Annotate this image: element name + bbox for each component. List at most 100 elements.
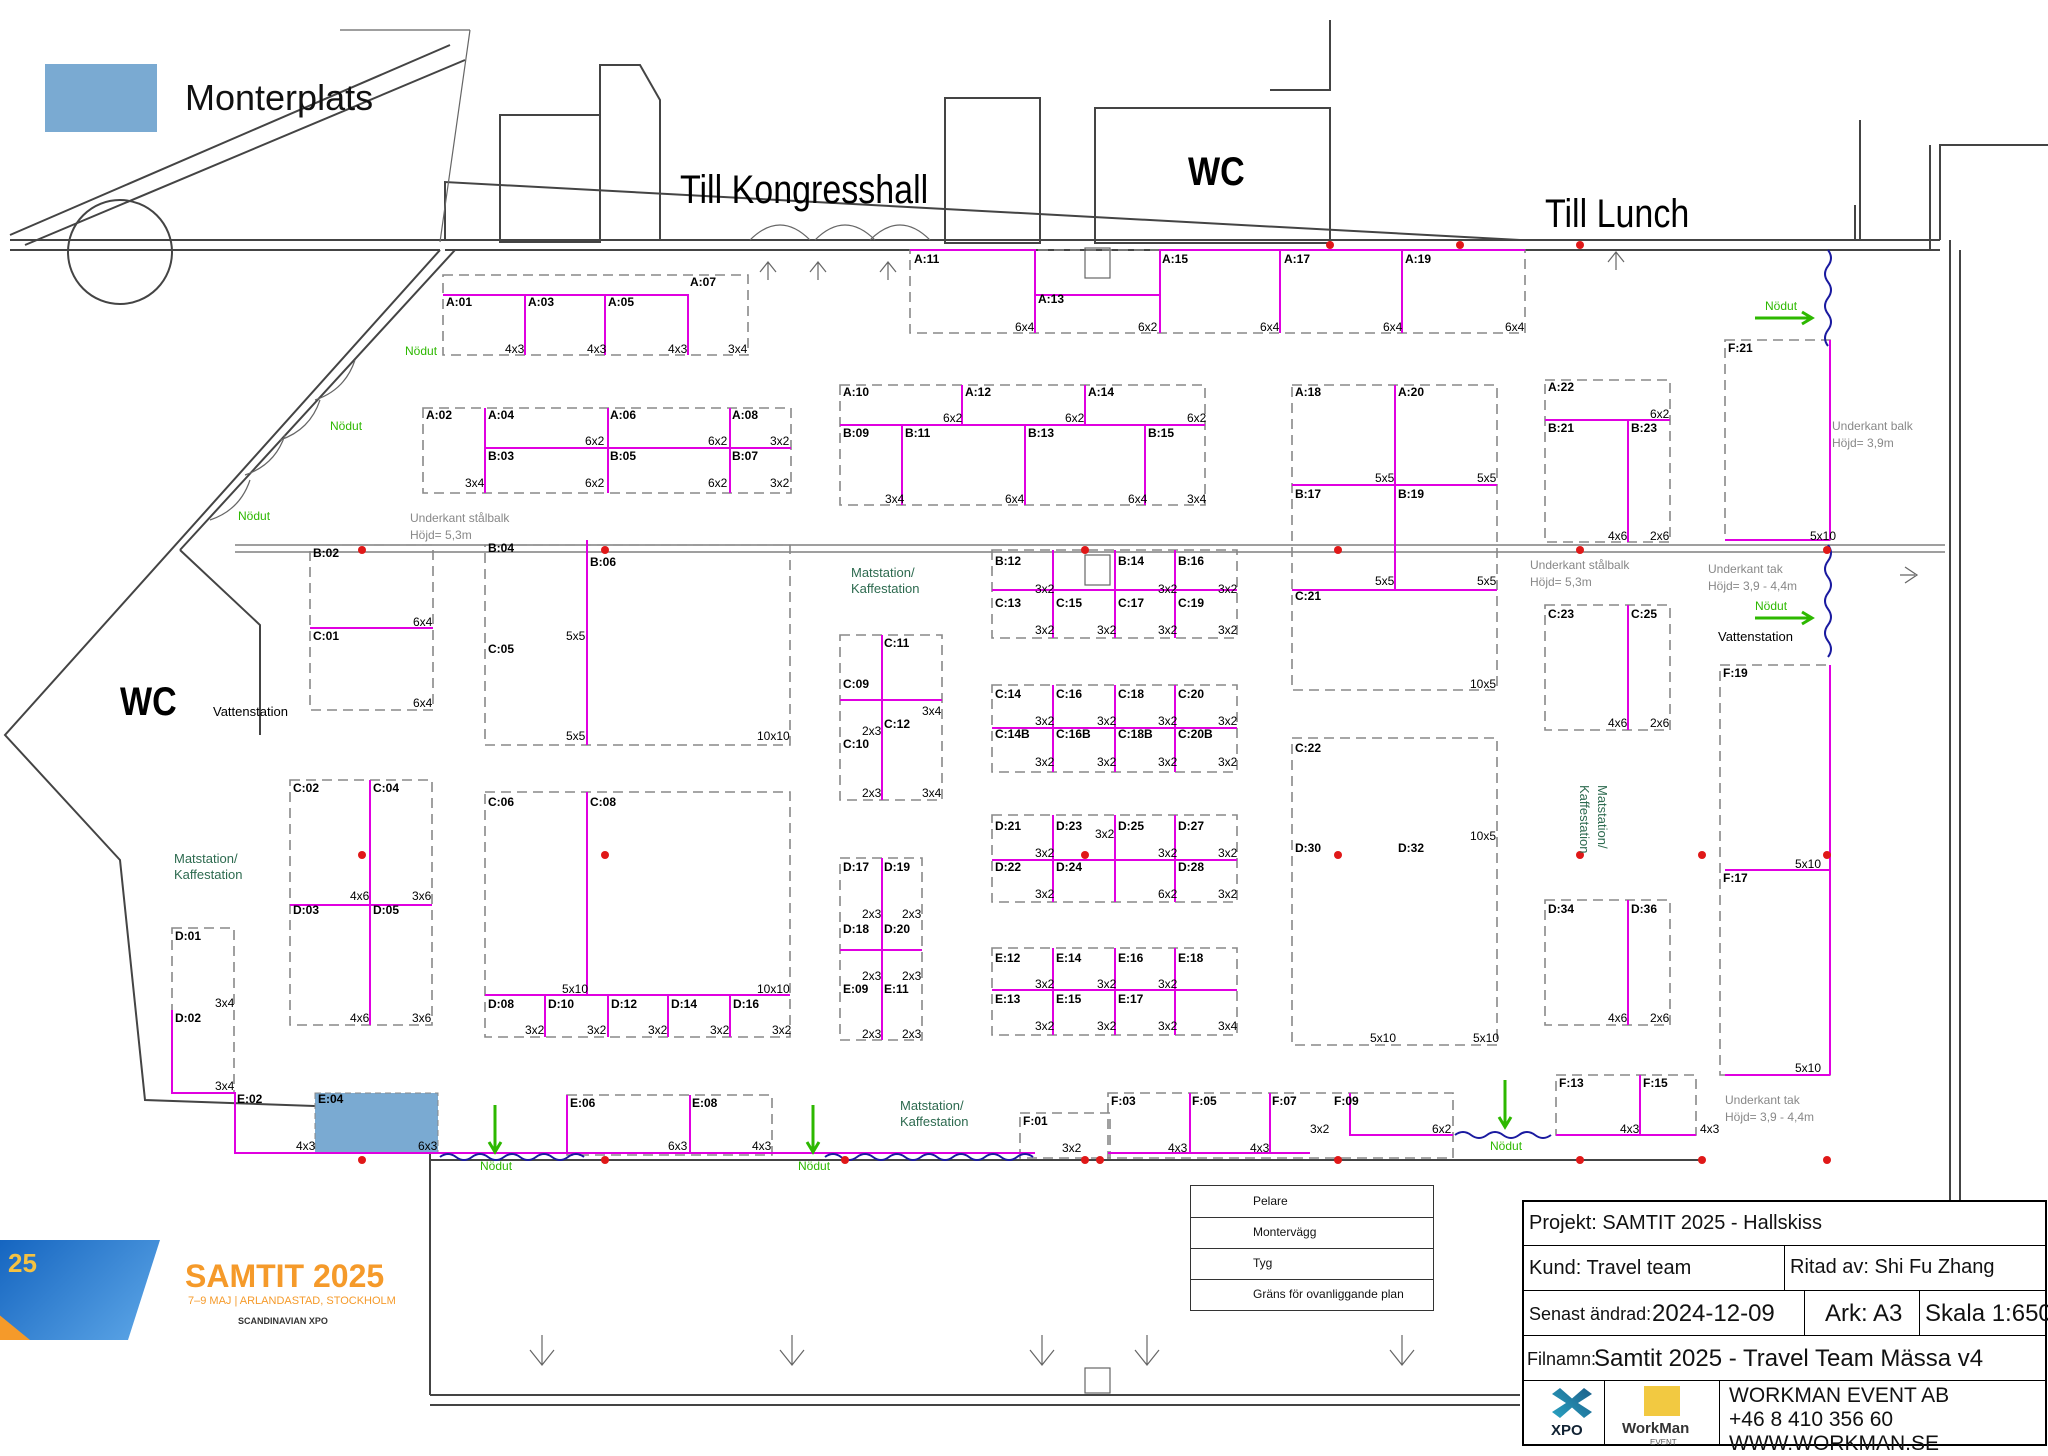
svg-text:Nödut: Nödut bbox=[480, 1159, 513, 1173]
svg-text:3x4: 3x4 bbox=[922, 786, 942, 800]
wc-label-top: WC bbox=[1188, 150, 1245, 194]
svg-text:Underkant balk: Underkant balk bbox=[1832, 419, 1914, 433]
svg-text:A:14: A:14 bbox=[1088, 385, 1114, 399]
svg-text:6x4: 6x4 bbox=[413, 615, 433, 629]
svg-text:F:15: F:15 bbox=[1643, 1076, 1668, 1090]
svg-text:3x4: 3x4 bbox=[465, 476, 485, 490]
svg-text:D:18: D:18 bbox=[843, 922, 869, 936]
svg-text:F:13: F:13 bbox=[1559, 1076, 1584, 1090]
svg-text:C:09: C:09 bbox=[843, 677, 869, 691]
legend-pelare: Pelare bbox=[1253, 1194, 1288, 1208]
svg-text:3x4: 3x4 bbox=[922, 704, 942, 718]
svg-text:4x3: 4x3 bbox=[752, 1139, 772, 1153]
svg-text:2x3: 2x3 bbox=[862, 969, 882, 983]
svg-text:C:18B: C:18B bbox=[1118, 727, 1153, 741]
logo-brand: SCANDINAVIAN XPO bbox=[238, 1316, 328, 1326]
svg-text:D:36: D:36 bbox=[1631, 902, 1657, 916]
svg-text:B:14: B:14 bbox=[1118, 554, 1144, 568]
svg-text:6x2: 6x2 bbox=[1187, 411, 1207, 425]
svg-text:B:04: B:04 bbox=[488, 541, 514, 555]
svg-text:6x2: 6x2 bbox=[708, 434, 728, 448]
svg-text:5x5: 5x5 bbox=[1375, 574, 1395, 588]
svg-text:Matstation/: Matstation/ bbox=[900, 1098, 964, 1113]
svg-text:F:05: F:05 bbox=[1192, 1094, 1217, 1108]
svg-text:B:17: B:17 bbox=[1295, 487, 1321, 501]
svg-text:D:24: D:24 bbox=[1056, 860, 1082, 874]
svg-text:A:11: A:11 bbox=[914, 252, 940, 266]
svg-text:B:03: B:03 bbox=[488, 449, 514, 463]
svg-text:B:11: B:11 bbox=[905, 426, 931, 440]
samtit-logo: 25 SAMTIT 2025 7–9 MAJ | ARLANDASTAD, ST… bbox=[0, 1240, 420, 1340]
svg-text:F:17: F:17 bbox=[1723, 871, 1748, 885]
svg-text:2x3: 2x3 bbox=[862, 907, 882, 921]
svg-text:C:17: C:17 bbox=[1118, 596, 1144, 610]
pillars bbox=[358, 241, 1831, 1164]
booth-e04-highlight[interactable] bbox=[314, 1092, 439, 1154]
svg-text:2x6: 2x6 bbox=[1650, 716, 1670, 730]
svg-text:3x2: 3x2 bbox=[1218, 623, 1238, 637]
svg-text:3x2: 3x2 bbox=[1158, 623, 1178, 637]
tb-ritad: Ritad av: Shi Fu Zhang bbox=[1790, 1256, 1995, 1278]
svg-text:D:14: D:14 bbox=[671, 997, 697, 1011]
svg-text:Matstation/: Matstation/ bbox=[1595, 785, 1610, 849]
svg-text:2x3: 2x3 bbox=[902, 1027, 922, 1041]
map-legend: Pelare Montervägg Tyg Gräns för ovanligg… bbox=[1190, 1185, 1434, 1311]
svg-text:3x4: 3x4 bbox=[1218, 1019, 1238, 1033]
svg-text:3x2: 3x2 bbox=[1158, 714, 1178, 728]
svg-text:3x2: 3x2 bbox=[1097, 755, 1117, 769]
svg-text:6x4: 6x4 bbox=[1505, 320, 1525, 334]
svg-text:F:09: F:09 bbox=[1334, 1094, 1359, 1108]
svg-text:3x2: 3x2 bbox=[1218, 582, 1238, 596]
svg-text:Kaffestation: Kaffestation bbox=[851, 581, 919, 596]
svg-text:C:25: C:25 bbox=[1631, 607, 1657, 621]
svg-text:B:12: B:12 bbox=[995, 554, 1021, 568]
svg-text:10x5: 10x5 bbox=[1470, 829, 1496, 843]
svg-text:5x10: 5x10 bbox=[1370, 1031, 1396, 1045]
svg-text:6x4: 6x4 bbox=[1005, 492, 1025, 506]
xpo-logo: XPO bbox=[1524, 1380, 1605, 1444]
svg-text:E:06: E:06 bbox=[570, 1096, 596, 1110]
tb-senast-value: 2024-12-09 bbox=[1652, 1300, 1775, 1327]
svg-text:4x6: 4x6 bbox=[1608, 1011, 1628, 1025]
svg-text:Matstation/: Matstation/ bbox=[851, 565, 915, 580]
svg-text:6x2: 6x2 bbox=[585, 434, 605, 448]
svg-text:D:16: D:16 bbox=[733, 997, 759, 1011]
svg-text:Vattenstation: Vattenstation bbox=[213, 704, 288, 719]
tb-senast-label: Senast ändrad: bbox=[1529, 1304, 1652, 1324]
svg-text:3x4: 3x4 bbox=[885, 492, 905, 506]
svg-text:5x5: 5x5 bbox=[1477, 471, 1497, 485]
svg-text:B:07: B:07 bbox=[732, 449, 758, 463]
svg-text:3x2: 3x2 bbox=[1158, 755, 1178, 769]
svg-text:3x4: 3x4 bbox=[1187, 492, 1207, 506]
svg-text:2x3: 2x3 bbox=[862, 724, 882, 738]
svg-text:B:13: B:13 bbox=[1028, 426, 1054, 440]
svg-text:6x2: 6x2 bbox=[1138, 320, 1158, 334]
svg-text:D:02: D:02 bbox=[175, 1011, 201, 1025]
legend-monterplats: Monterplats bbox=[45, 64, 373, 132]
svg-text:C:05: C:05 bbox=[488, 642, 514, 656]
svg-text:10x10: 10x10 bbox=[757, 982, 790, 996]
svg-text:3x2: 3x2 bbox=[1035, 755, 1055, 769]
svg-text:3x2: 3x2 bbox=[1218, 714, 1238, 728]
svg-text:D:05: D:05 bbox=[373, 903, 399, 917]
svg-text:Nödut: Nödut bbox=[238, 509, 271, 523]
svg-text:3x2: 3x2 bbox=[1218, 887, 1238, 901]
svg-text:3x2: 3x2 bbox=[1097, 623, 1117, 637]
svg-text:4x3: 4x3 bbox=[505, 342, 525, 356]
svg-text:D:03: D:03 bbox=[293, 903, 319, 917]
svg-text:D:25: D:25 bbox=[1118, 819, 1144, 833]
svg-text:2x3: 2x3 bbox=[862, 1027, 882, 1041]
fabric-walls bbox=[439, 249, 1832, 1161]
svg-text:Nödut: Nödut bbox=[1490, 1139, 1523, 1153]
svg-text:Kaffestation: Kaffestation bbox=[900, 1114, 968, 1129]
svg-text:Underkant tak: Underkant tak bbox=[1708, 562, 1784, 576]
svg-text:3x2: 3x2 bbox=[1158, 846, 1178, 860]
svg-text:3x2: 3x2 bbox=[770, 476, 790, 490]
tb-filnamn-label: Filnamn: bbox=[1527, 1349, 1597, 1369]
svg-text:3x2: 3x2 bbox=[1158, 977, 1178, 991]
svg-text:3x2: 3x2 bbox=[525, 1023, 545, 1037]
booth-a01[interactable]: A:01 bbox=[446, 295, 472, 309]
svg-text:6x2: 6x2 bbox=[1158, 887, 1178, 901]
svg-text:4x3: 4x3 bbox=[1250, 1141, 1270, 1155]
svg-text:6x3: 6x3 bbox=[418, 1139, 438, 1153]
